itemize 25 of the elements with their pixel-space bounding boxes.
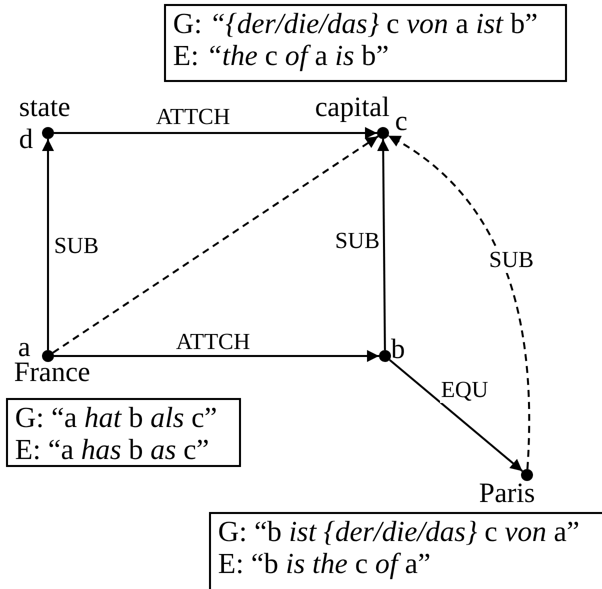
arrow bbox=[388, 359, 524, 472]
node-label: a bbox=[18, 335, 30, 361]
edge-label: SUB bbox=[488, 247, 535, 273]
gloss-text: G: “a hat b als c” bbox=[15, 402, 218, 434]
arrow bbox=[377, 139, 390, 350]
text-box bbox=[164, 4, 567, 82]
node-label: capital bbox=[315, 95, 390, 121]
gloss-text: E: “b is the c of a” bbox=[218, 548, 431, 580]
arrow bbox=[54, 350, 379, 362]
node-label: state bbox=[19, 95, 70, 121]
dashed-arrow bbox=[388, 134, 530, 470]
arrow bbox=[54, 127, 377, 139]
gloss-text: G: “b ist {der/die/das} c von a” bbox=[218, 516, 580, 548]
text-box bbox=[209, 512, 602, 589]
gloss-text: E: “a has b as c” bbox=[15, 434, 210, 466]
node-label: c bbox=[395, 109, 408, 135]
node-label: b bbox=[391, 337, 405, 363]
text-box bbox=[6, 398, 241, 467]
node-label: France bbox=[14, 360, 90, 386]
dashed-arrow bbox=[52, 136, 379, 354]
gloss-text: G: “{der/die/das} c von a ist b” bbox=[173, 8, 538, 40]
gloss-text: E: “the c of a is b” bbox=[173, 40, 389, 72]
node-label: Paris bbox=[479, 481, 535, 507]
node-label: d bbox=[19, 127, 33, 153]
arrow bbox=[42, 139, 54, 350]
